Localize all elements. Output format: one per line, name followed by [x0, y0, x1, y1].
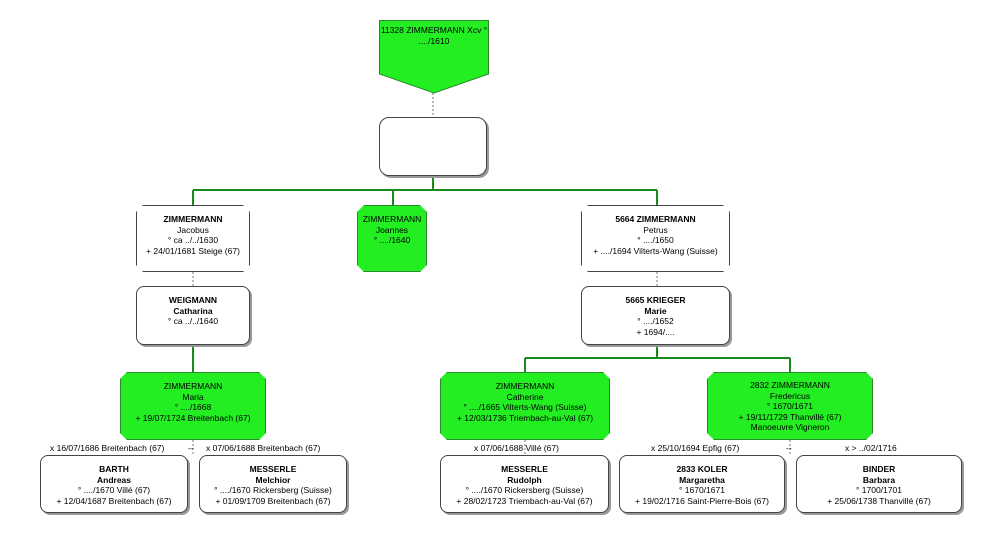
person-first: Maria [182, 391, 204, 402]
person-birth: ° ..../1650 [637, 235, 674, 245]
person-card-fredericus[interactable]: 2832 ZIMMERMANN Fredericus ° 1670/1671 +… [707, 372, 873, 440]
person-death: + 28/02/1723 Triembach-au-Val (67) [456, 495, 593, 506]
person-name: MESSERLE [249, 464, 297, 474]
person-first: Barbara [862, 474, 896, 485]
person-birth: ° 1670/1671 [679, 485, 725, 495]
person-first: Jacobus [177, 224, 209, 235]
root-first-name: Xcv [467, 25, 482, 35]
person-birth: ° ..../1670 Villé (67) [77, 485, 151, 495]
person-death: + 19/07/1724 Breitenbach (67) [135, 412, 251, 423]
separator-dashes-2: -- [786, 443, 792, 453]
person-occupation: Manoeuvre Vigneron [750, 422, 830, 432]
person-death: + 12/03/1736 Triembach-au-Val (67) [456, 412, 594, 423]
person-name: BINDER [862, 464, 896, 474]
person-first: Margaretha [679, 474, 725, 485]
person-card-barth[interactable]: BARTH Andreas ° ..../1670 Villé (67) + 1… [40, 455, 188, 513]
person-first: Fredericus [769, 390, 811, 401]
person-name: ZIMMERMANN [362, 214, 422, 224]
person-death: + 1694/.... [636, 326, 675, 337]
marriage-label-4: x 25/10/1694 Epfig (67) [651, 443, 740, 453]
person-card-marie[interactable]: 5665 KRIEGER Marie ° ..../1652 + 1694/..… [581, 286, 730, 345]
marriage-label-5: x > ../02/1716 [845, 443, 897, 453]
person-first: Andreas [96, 474, 131, 485]
person-card-petrus[interactable]: 5664 ZIMMERMANN Petrus ° ..../1650 + ...… [581, 205, 730, 272]
person-name: WEIGMANN [168, 295, 218, 305]
person-birth: ° ..../1668 [174, 402, 212, 412]
person-birth: ° 1670/1671 [767, 401, 813, 411]
person-name: MESSERLE [501, 464, 548, 474]
person-birth: ° ..../1670 Rickersberg (Suisse) [465, 485, 584, 495]
person-name: 5664 ZIMMERMANN [615, 214, 696, 224]
person-birth: ° ca ../../1640 [167, 316, 219, 326]
person-death: + ..../1694 Vilterts-Wang (Suisse) [593, 245, 718, 256]
person-card-binder[interactable]: BINDER Barbara ° 1700/1701 + 25/06/1738 … [796, 455, 962, 513]
person-name: 2832 ZIMMERMANN [750, 380, 830, 390]
person-card-messerle-rudolph[interactable]: MESSERLE Rudolph ° ..../1670 Rickersberg… [440, 455, 609, 513]
person-first: Catherine [506, 391, 544, 402]
marriage-label-1: x 16/07/1686 Breitenbach (67) [50, 443, 165, 453]
union-box[interactable] [379, 117, 487, 176]
person-first: Joannes [375, 224, 409, 235]
separator-dashes-1: -- [188, 443, 194, 453]
person-card-catherine[interactable]: ZIMMERMANN Catherine ° ..../1665 Viltert… [440, 372, 610, 440]
person-birth: ° ..../1652 [637, 316, 674, 326]
person-card-joannes[interactable]: ZIMMERMANN Joannes ° ..../1640 [357, 205, 427, 272]
person-death: + 25/06/1738 Thanvillé (67) [827, 495, 931, 506]
person-death: + 19/11/1729 Thanvillé (67) [738, 411, 842, 422]
person-name: ZIMMERMANN [495, 381, 555, 391]
person-card-koler[interactable]: 2833 KOLER Margaretha ° 1670/1671 + 19/0… [619, 455, 785, 513]
person-birth: ° 1700/1701 [856, 485, 902, 495]
person-death: + 01/09/1709 Breitenbach (67) [215, 495, 331, 506]
person-first: Marie [644, 305, 667, 316]
person-first: Rudolph [507, 474, 542, 485]
person-death: + 12/04/1687 Breitenbach (67) [56, 495, 172, 506]
person-birth: ° ..../1640 [373, 235, 411, 245]
root-card-outline [379, 20, 489, 94]
person-card-maria[interactable]: ZIMMERMANN Maria ° ..../1668 + 19/07/172… [120, 372, 266, 440]
person-death: + 24/01/1681 Steige (67) [146, 245, 240, 256]
person-card-messerle-melchior[interactable]: MESSERLE Melchior ° ..../1670 Rickersber… [199, 455, 347, 513]
person-death: + 19/02/1716 Saint-Pierre-Bois (67) [635, 495, 769, 506]
person-name: BARTH [99, 464, 129, 474]
person-name: 5665 KRIEGER [625, 295, 686, 305]
person-name: ZIMMERMANN [163, 381, 223, 391]
person-birth: ° ..../1665 Vilterts-Wang (Suisse) [463, 402, 587, 412]
person-card-jacobus[interactable]: ZIMMERMANN Jacobus ° ca ../../1630 + 24/… [136, 205, 250, 272]
person-card-catharina[interactable]: WEIGMANN Catharina ° ca ../../1640 [136, 286, 250, 345]
root-birth: ° ..../1610 [418, 25, 488, 46]
person-first: Petrus [643, 224, 668, 235]
person-first: Melchior [255, 474, 291, 485]
marriage-label-2: x 07/06/1688 Breitenbach (67) [206, 443, 321, 453]
person-birth: ° ..../1670 Rickersberg (Suisse) [214, 485, 332, 495]
person-name: 2833 KOLER [676, 464, 728, 474]
marriage-label-3: x 07/06/1688 Villé (67) [474, 443, 559, 453]
person-birth: ° ca ../../1630 [167, 235, 219, 245]
person-name: ZIMMERMANN [163, 214, 223, 224]
root-id-name: 11328 ZIMMERMANN [380, 25, 465, 35]
person-first: Catharina [173, 305, 213, 316]
